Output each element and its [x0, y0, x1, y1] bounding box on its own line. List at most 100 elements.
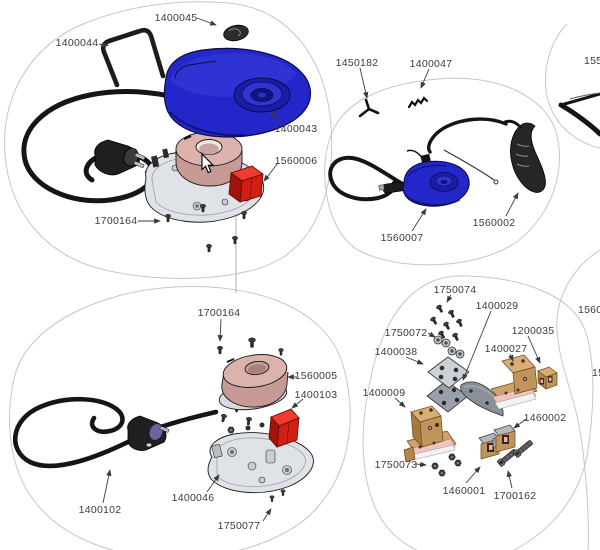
- leader-line: [427, 331, 436, 338]
- balloon-right-edge-partial: [556, 249, 600, 550]
- cap-part: [223, 24, 249, 42]
- balloon-top-left: [4, 1, 333, 279]
- clip-part: [358, 98, 380, 118]
- leader-line: [206, 474, 220, 493]
- assembly-bottom-left: 1700164 1560005 1400103 1400046 1400102 …: [13, 307, 338, 532]
- lever-assembly: [427, 117, 546, 193]
- leader-line: [465, 466, 481, 484]
- leader-line: [359, 67, 369, 99]
- leader-line: [270, 111, 282, 125]
- screw-icon: [278, 348, 284, 356]
- washer-set: [433, 335, 465, 359]
- leader-line: [262, 508, 272, 522]
- leader-line: [405, 356, 424, 365]
- leader-line: [506, 470, 513, 489]
- nut-set: [431, 453, 462, 477]
- part-label: 1400027: [485, 343, 528, 355]
- part-label: 1400102: [79, 504, 122, 516]
- part-label: 1560006: [275, 155, 318, 167]
- part-label-truncated: 155: [584, 55, 600, 67]
- screw-icon: [206, 244, 212, 253]
- part-label: 1400103: [295, 389, 338, 401]
- terminal-bracket-left: [403, 405, 457, 463]
- leader-line: [291, 398, 304, 409]
- part-label: 1400046: [172, 492, 215, 504]
- power-plug: [127, 415, 170, 451]
- leader-line: [527, 335, 541, 364]
- leader-line: [98, 41, 109, 48]
- cord-connector: [378, 181, 406, 194]
- assembly-top-left: 1400045 1400044 1400043 1560006 1700164: [21, 12, 318, 253]
- labels-top-middle: 1450182 1400047 1560007 1560002: [336, 57, 519, 244]
- part-label-truncated: 15600: [578, 304, 600, 316]
- screw-icon: [269, 495, 275, 502]
- leader-line: [508, 353, 514, 362]
- leader-line: [411, 208, 427, 232]
- capacitor-part: [228, 165, 264, 203]
- screw-icon: [248, 337, 256, 348]
- mouse-cursor: [201, 152, 215, 174]
- part-label: 1560002: [473, 217, 516, 229]
- balloon-top-right-partial: [545, 23, 600, 149]
- part-label: 1460002: [524, 412, 567, 424]
- coil-part: [218, 354, 289, 411]
- part-label: 1400044: [56, 37, 99, 49]
- leader-line: [196, 17, 217, 26]
- screw-icon: [217, 346, 223, 355]
- base-plate: [207, 422, 314, 494]
- leader-line: [462, 310, 492, 381]
- leader-line: [513, 418, 527, 429]
- part-label: 1450182: [336, 57, 379, 69]
- part-label: 1460001: [443, 485, 486, 497]
- part-label: 1700164: [198, 307, 241, 319]
- part-label: 1560007: [381, 232, 424, 244]
- partial-cord-wire: [569, 92, 600, 100]
- labels-bottom-right: 1750074 1400029 1750072 1400038 1400027 …: [363, 284, 567, 502]
- clamp-right: [492, 424, 516, 453]
- bail-handle: [100, 27, 166, 88]
- part-label: 1750077: [218, 520, 261, 532]
- screw-icon: [219, 413, 228, 423]
- part-label: 1400029: [476, 300, 519, 312]
- part-label: 1400045: [155, 12, 198, 24]
- terminal-block: [537, 366, 558, 390]
- spring-part: [407, 96, 429, 109]
- part-label: 1400043: [275, 123, 318, 135]
- assembly-bottom-right: 1750074 1400029 1750072 1400038 1400027 …: [363, 284, 567, 502]
- part-label: 1400038: [375, 346, 418, 358]
- balloon-bottom-right: [362, 275, 594, 550]
- leader-line: [217, 318, 223, 342]
- part-label: 1400047: [410, 58, 453, 70]
- clamp-plates: [426, 356, 470, 413]
- terminal-bracket-right: [490, 354, 538, 410]
- nut-icon: [227, 426, 235, 434]
- screw-icon: [245, 416, 253, 426]
- part-label: 1750074: [434, 284, 477, 296]
- labels-bottom-left: 1700164 1560005 1400103 1400046 1400102 …: [79, 307, 338, 532]
- part-label: 1750072: [385, 327, 428, 339]
- labels-top-left: 1400045 1400044 1400043 1560006 1700164: [56, 12, 318, 227]
- screw-icon: [241, 211, 247, 220]
- part-label: 1560005: [295, 370, 338, 382]
- part-label-truncated: 15: [592, 367, 600, 379]
- balloon-top-middle: [324, 77, 560, 266]
- screw-cluster: [429, 303, 465, 342]
- power-cord: [13, 396, 135, 469]
- pump-unit: [402, 149, 470, 207]
- contact-blade: [460, 381, 504, 417]
- leader-line: [446, 294, 453, 303]
- leader-line: [263, 162, 279, 182]
- leader-line: [415, 461, 427, 468]
- power-plug: [94, 139, 152, 176]
- assembly-top-right-partial: 155: [558, 55, 600, 137]
- screw-icon: [232, 236, 238, 245]
- part-label: 1700164: [95, 215, 138, 227]
- leader-line: [505, 192, 519, 217]
- balloon-bottom-left: [9, 286, 351, 550]
- screw-icon: [280, 489, 286, 496]
- assembly-top-middle: 1450182 1400047 1560007 1560002: [328, 57, 546, 244]
- part-label: 1750073: [375, 459, 418, 471]
- part-label: 1200035: [512, 325, 555, 337]
- unit-cord: [328, 155, 408, 202]
